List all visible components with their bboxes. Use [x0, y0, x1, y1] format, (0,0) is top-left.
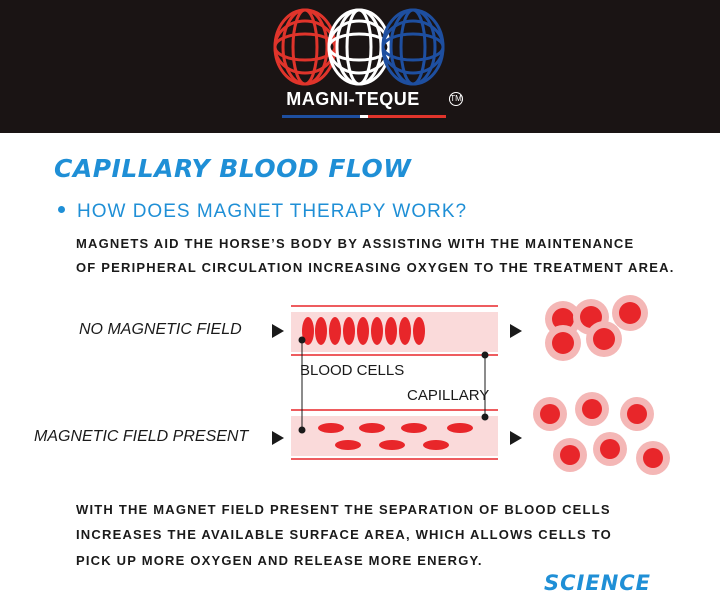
section-subtitle: HOW DOES MAGNET THERAPY WORK?: [58, 201, 467, 223]
arrow-right-icon: [510, 431, 522, 445]
leader-dot: [298, 426, 306, 434]
separated-cell: [318, 423, 344, 433]
conclusion-line-3: PICK UP MORE OXYGEN AND RELEASE MORE ENE…: [76, 553, 483, 568]
subtitle-text: HOW DOES MAGNET THERAPY WORK?: [77, 201, 468, 222]
leader-dot: [481, 351, 489, 359]
clumped-cell: [399, 317, 411, 345]
science-tag: SCIENCE: [544, 571, 652, 595]
separated-cell: [335, 440, 361, 450]
capillary-diagram-graphic: [272, 295, 670, 475]
arrow-right-icon: [272, 324, 284, 338]
cell-cluster-bottom: [533, 392, 670, 475]
clumped-cell: [315, 317, 327, 345]
conclusion-line-1: WITH THE MAGNET FIELD PRESENT THE SEPARA…: [76, 502, 611, 517]
separated-cell: [423, 440, 449, 450]
separated-cell: [359, 423, 385, 433]
brand-name: MAGNI-TEQUE: [286, 89, 420, 109]
no-magnetic-field-label: NO MAGNETIC FIELD: [79, 321, 242, 338]
separated-cell: [447, 423, 473, 433]
conclusion-line-2: INCREASES THE AVAILABLE SURFACE AREA, WH…: [76, 527, 612, 542]
arrow-right-icon: [510, 324, 522, 338]
intro-line-2: OF PERIPHERAL CIRCULATION INCREASING OXY…: [76, 260, 675, 275]
clumped-cell: [329, 317, 341, 345]
capillary-bottom: [291, 416, 498, 456]
clumped-cell: [343, 317, 355, 345]
cell-cluster-top: [545, 295, 648, 361]
separated-cell: [379, 440, 405, 450]
clumped-blood-cells: [302, 317, 425, 345]
page-title: CAPILLARY BLOOD FLOW: [54, 154, 412, 183]
interlocking-rings-logo-icon: [273, 8, 446, 118]
separated-cell: [401, 423, 427, 433]
leader-dot: [298, 336, 306, 344]
blood-cells-label: BLOOD CELLS: [300, 362, 405, 379]
header-banner: MAGNI-TEQUE TM: [0, 0, 720, 133]
leader-dot: [481, 413, 489, 421]
clumped-cell: [413, 317, 425, 345]
bullet-icon: [58, 206, 65, 214]
arrow-right-icon: [272, 431, 284, 445]
magnetic-field-present-label: MAGNETIC FIELD PRESENT: [34, 428, 249, 445]
clumped-cell: [371, 317, 383, 345]
clumped-cell: [302, 317, 314, 345]
trademark-badge: TM: [449, 92, 463, 106]
capillary-label: CAPILLARY: [407, 387, 490, 404]
intro-line-1: MAGNETS AID THE HORSE’S BODY BY ASSISTIN…: [76, 236, 635, 251]
clumped-cell: [385, 317, 397, 345]
separated-blood-cells: [318, 423, 473, 450]
capillary-diagram: [0, 295, 720, 475]
clumped-cell: [357, 317, 369, 345]
